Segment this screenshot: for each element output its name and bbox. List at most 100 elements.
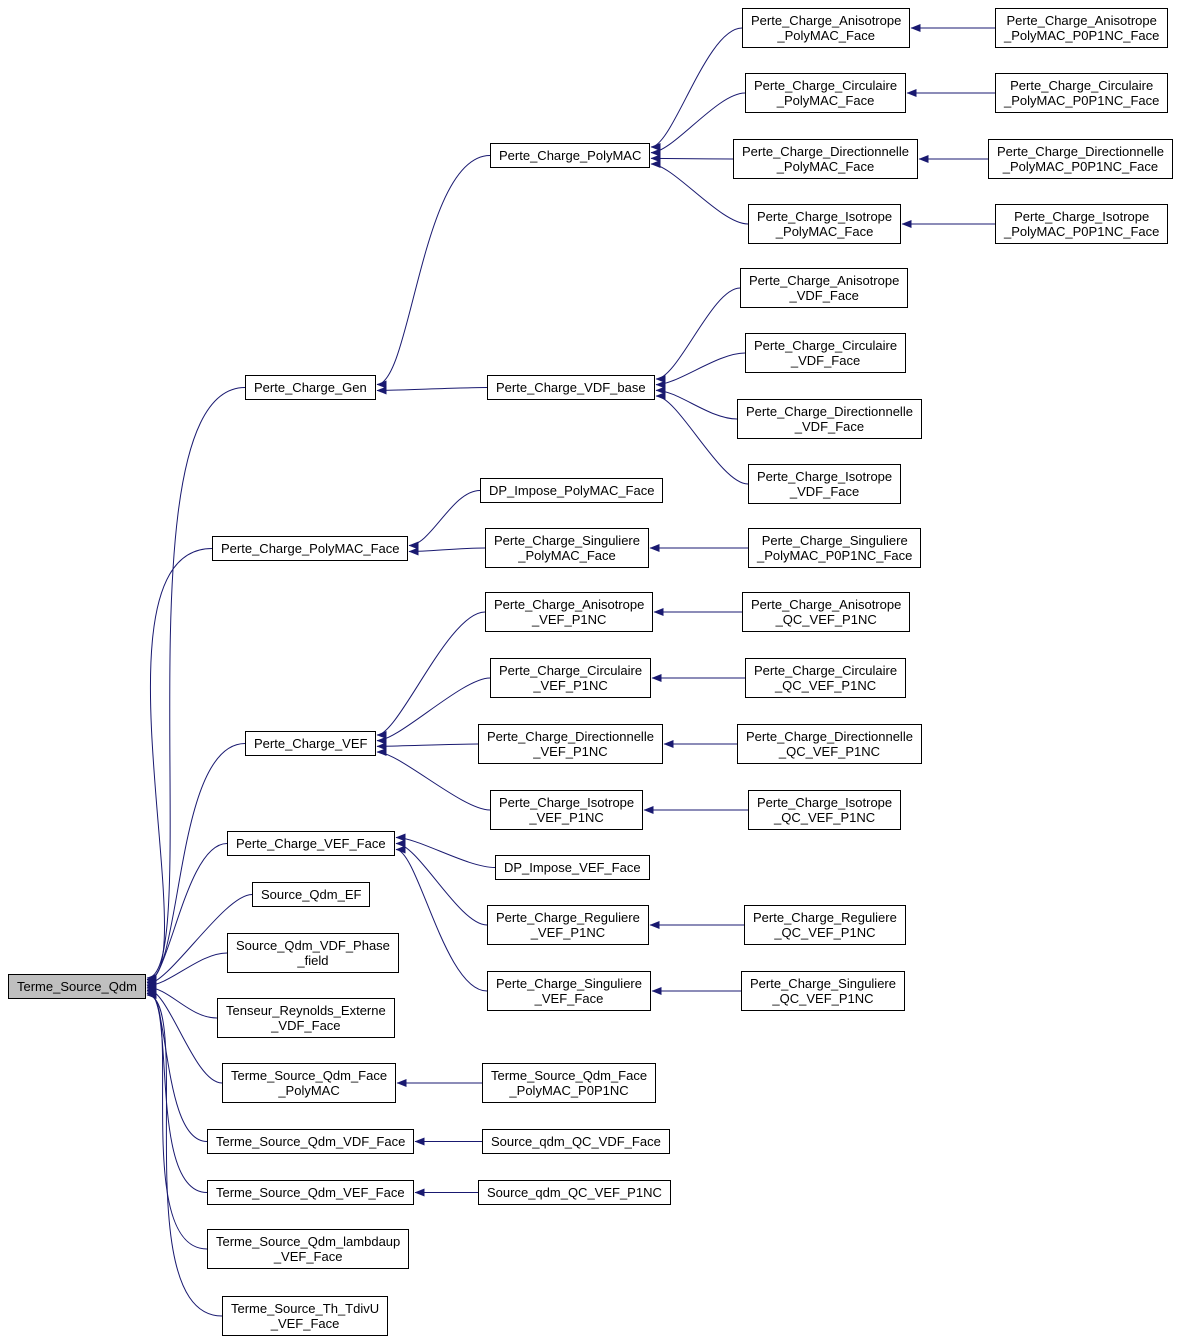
class-node-label: Perte_Charge_Anisotrope <box>751 13 902 28</box>
inheritance-edge <box>395 833 496 868</box>
class-node-Perte_Charge_Singuliere_QC_VEF_P1NC[interactable]: Perte_Charge_Singuliere_QC_VEF_P1NC <box>741 971 905 1011</box>
class-node-Terme_Source_Qdm_Face_PolyMAC[interactable]: Terme_Source_Qdm_Face_PolyMAC <box>222 1063 397 1103</box>
class-node-Tenseur_Reynolds_Externe_VDF_Face[interactable]: Tenseur_Reynolds_Externe_VDF_Face <box>217 998 395 1038</box>
class-node-label: _QC_VEF_P1NC <box>772 991 874 1006</box>
class-node-Terme_Source_Qdm_Face_PolyMAC_P0P1NC[interactable]: Terme_Source_Qdm_Face_PolyMAC_P0P1NC <box>482 1063 657 1103</box>
class-node-Perte_Charge_Circulaire_PolyMAC_P0P1NC_Face[interactable]: Perte_Charge_Circulaire_PolyMAC_P0P1NC_F… <box>995 73 1169 113</box>
class-node-label: _PolyMAC_P0P1NC_Face <box>757 548 913 563</box>
class-node-Source_Qdm_EF[interactable]: Source_Qdm_EF <box>252 882 371 907</box>
inheritance-edge <box>655 392 749 485</box>
class-node-Perte_Charge_Gen[interactable]: Perte_Charge_Gen <box>245 375 376 400</box>
class-node-Perte_Charge_Reguliere_QC_VEF_P1NC[interactable]: Perte_Charge_Reguliere_QC_VEF_P1NC <box>744 905 906 945</box>
class-node-label: _VEF_Face <box>270 1316 340 1331</box>
class-node-label: Perte_Charge_Isotrope <box>1014 209 1150 224</box>
class-node-Perte_Charge_Circulaire_VDF_Face[interactable]: Perte_Charge_Circulaire_VDF_Face <box>745 333 907 373</box>
class-node-Perte_Charge_Circulaire_QC_VEF_P1NC[interactable]: Perte_Charge_Circulaire_QC_VEF_P1NC <box>745 658 907 698</box>
class-node-Source_qdm_QC_VDF_Face[interactable]: Source_qdm_QC_VDF_Face <box>482 1129 670 1154</box>
class-node-label: _VEF_Face <box>273 1249 343 1264</box>
inheritance-edge <box>146 843 228 987</box>
class-node-label: Perte_Charge_Directionnelle <box>487 729 654 744</box>
class-node-label: Perte_Charge_Circulaire <box>754 78 898 93</box>
inheritance-edge <box>376 742 479 751</box>
class-node-Source_qdm_QC_VEF_P1NC[interactable]: Source_qdm_QC_VEF_P1NC <box>478 1180 671 1205</box>
inheritance-edge <box>655 352 746 389</box>
class-node-label: _VEF_P1NC <box>531 612 607 627</box>
class-node-label: Perte_Charge_VDF_base <box>496 380 646 395</box>
inheritance-edge <box>146 986 208 1142</box>
class-node-label: _PolyMAC_Face <box>518 548 616 563</box>
class-node-label: _QC_VEF_P1NC <box>774 678 877 693</box>
class-node-label: Perte_Charge_Singuliere <box>761 533 908 548</box>
class-node-Terme_Source_Qdm_VDF_Face[interactable]: Terme_Source_Qdm_VDF_Face <box>207 1129 415 1154</box>
class-node-DP_Impose_VEF_Face[interactable]: DP_Impose_VEF_Face <box>495 855 650 880</box>
class-node-label: Perte_Charge_Anisotrope <box>494 597 645 612</box>
class-node-Perte_Charge_Anisotrope_QC_VEF_P1NC[interactable]: Perte_Charge_Anisotrope_QC_VEF_P1NC <box>742 592 911 632</box>
class-node-Perte_Charge_VEF[interactable]: Perte_Charge_VEF <box>245 731 377 756</box>
class-node-Perte_Charge_Isotrope_VDF_Face[interactable]: Perte_Charge_Isotrope_VDF_Face <box>748 464 902 504</box>
class-node-label: _VEF_Face <box>534 991 604 1006</box>
class-node-Perte_Charge_VDF_base[interactable]: Perte_Charge_VDF_base <box>487 375 655 400</box>
class-node-Terme_Source_Qdm_VEF_Face[interactable]: Terme_Source_Qdm_VEF_Face <box>207 1180 414 1205</box>
class-node-Perte_Charge_Isotrope_QC_VEF_P1NC[interactable]: Perte_Charge_Isotrope_QC_VEF_P1NC <box>748 790 902 830</box>
class-node-label: _PolyMAC_P0P1NC_Face <box>1002 159 1159 174</box>
class-node-Perte_Charge_Isotrope_PolyMAC_P0P1NC_Face[interactable]: Perte_Charge_Isotrope_PolyMAC_P0P1NC_Fac… <box>995 204 1169 244</box>
inheritance-edge <box>376 677 491 745</box>
inheritance-edge <box>146 989 208 1250</box>
class-node-Perte_Charge_Anisotrope_VEF_P1NC[interactable]: Perte_Charge_Anisotrope_VEF_P1NC <box>485 592 654 632</box>
class-node-Perte_Charge_Isotrope_PolyMAC_Face[interactable]: Perte_Charge_Isotrope_PolyMAC_Face <box>748 204 902 244</box>
inheritance-edge <box>376 748 491 811</box>
class-node-Terme_Source_Qdm[interactable]: Terme_Source_Qdm <box>8 974 146 999</box>
class-node-label: _PolyMAC_P0P1NC_Face <box>1004 224 1160 239</box>
inheritance-edge <box>395 845 488 992</box>
class-node-label: Source_qdm_QC_VEF_P1NC <box>487 1185 662 1200</box>
class-node-Perte_Charge_Anisotrope_PolyMAC_P0P1NC_Face[interactable]: Perte_Charge_Anisotrope_PolyMAC_P0P1NC_F… <box>995 8 1169 48</box>
inheritance-edge <box>650 92 746 157</box>
class-node-label: _QC_VEF_P1NC <box>774 810 876 825</box>
class-node-Perte_Charge_VEF_Face[interactable]: Perte_Charge_VEF_Face <box>227 831 395 856</box>
class-node-label: Source_Qdm_VDF_Phase <box>236 938 390 953</box>
class-node-label: Perte_Charge_PolyMAC_Face <box>221 541 400 556</box>
class-node-Perte_Charge_Singuliere_PolyMAC_Face[interactable]: Perte_Charge_Singuliere_PolyMAC_Face <box>485 528 649 568</box>
class-node-label: _VDF_Face <box>789 288 859 303</box>
class-node-Perte_Charge_PolyMAC[interactable]: Perte_Charge_PolyMAC <box>490 143 651 168</box>
class-node-label: _PolyMAC <box>278 1083 340 1098</box>
class-node-label: Perte_Charge_Isotrope <box>499 795 635 810</box>
class-node-Perte_Charge_Directionnelle_PolyMAC_Face[interactable]: Perte_Charge_Directionnelle_PolyMAC_Face <box>733 139 918 179</box>
class-node-label: Perte_Charge_Gen <box>254 380 367 395</box>
class-node-DP_Impose_PolyMAC_Face[interactable]: DP_Impose_PolyMAC_Face <box>480 478 664 503</box>
class-node-Perte_Charge_Directionnelle_PolyMAC_P0P1NC_Face[interactable]: Perte_Charge_Directionnelle_PolyMAC_P0P1… <box>988 139 1173 179</box>
class-node-label: _PolyMAC_P0P1NC_Face <box>1004 93 1160 108</box>
class-node-label: Perte_Charge_Anisotrope <box>749 273 900 288</box>
class-node-label: Perte_Charge_Anisotrope <box>751 597 902 612</box>
class-node-Perte_Charge_Circulaire_PolyMAC_Face[interactable]: Perte_Charge_Circulaire_PolyMAC_Face <box>745 73 907 113</box>
class-node-Source_Qdm_VDF_Phase_field[interactable]: Source_Qdm_VDF_Phase_field <box>227 933 399 973</box>
class-node-Perte_Charge_Singuliere_PolyMAC_P0P1NC_Face[interactable]: Perte_Charge_Singuliere_PolyMAC_P0P1NC_F… <box>748 528 922 568</box>
class-node-label: Perte_Charge_VEF_Face <box>236 836 386 851</box>
class-node-Perte_Charge_Singuliere_VEF_Face[interactable]: Perte_Charge_Singuliere_VEF_Face <box>487 971 651 1011</box>
class-node-Perte_Charge_PolyMAC_Face[interactable]: Perte_Charge_PolyMAC_Face <box>212 536 409 561</box>
class-node-label: _PolyMAC_P0P1NC_Face <box>1004 28 1160 43</box>
inheritance-edge <box>146 984 223 1084</box>
class-node-Perte_Charge_Directionnelle_QC_VEF_P1NC[interactable]: Perte_Charge_Directionnelle_QC_VEF_P1NC <box>737 724 922 764</box>
inheritance-edge <box>655 287 741 383</box>
class-node-Perte_Charge_Isotrope_VEF_P1NC[interactable]: Perte_Charge_Isotrope_VEF_P1NC <box>490 790 644 830</box>
class-node-label: Terme_Source_Qdm_VDF_Face <box>216 1134 406 1149</box>
class-node-Perte_Charge_Anisotrope_VDF_Face[interactable]: Perte_Charge_Anisotrope_VDF_Face <box>740 268 909 308</box>
class-node-Perte_Charge_Reguliere_VEF_P1NC[interactable]: Perte_Charge_Reguliere_VEF_P1NC <box>487 905 649 945</box>
class-node-Terme_Source_Th_TdivU_VEF_Face[interactable]: Terme_Source_Th_TdivU_VEF_Face <box>222 1296 389 1336</box>
class-node-label: Perte_Charge_Singuliere <box>750 976 896 991</box>
class-node-label: _QC_VEF_P1NC <box>778 744 881 759</box>
class-node-Perte_Charge_Anisotrope_PolyMAC_Face[interactable]: Perte_Charge_Anisotrope_PolyMAC_Face <box>742 8 911 48</box>
class-node-label: _VDF_Face <box>794 419 865 434</box>
class-node-label: Perte_Charge_Directionnelle <box>746 729 913 744</box>
class-node-Perte_Charge_Directionnelle_VEF_P1NC[interactable]: Perte_Charge_Directionnelle_VEF_P1NC <box>478 724 663 764</box>
class-node-label: Terme_Source_Qdm <box>17 979 137 994</box>
class-node-Terme_Source_Qdm_lambdaup_VEF_Face[interactable]: Terme_Source_Qdm_lambdaup_VEF_Face <box>207 1229 410 1269</box>
class-node-Perte_Charge_Circulaire_VEF_P1NC[interactable]: Perte_Charge_Circulaire_VEF_P1NC <box>490 658 652 698</box>
class-node-label: Source_Qdm_EF <box>261 887 362 902</box>
class-node-Perte_Charge_Directionnelle_VDF_Face[interactable]: Perte_Charge_Directionnelle_VDF_Face <box>737 399 922 439</box>
inheritance-edge <box>146 387 246 982</box>
class-node-label: Perte_Charge_Circulaire <box>754 338 898 353</box>
class-node-label: DP_Impose_VEF_Face <box>504 860 641 875</box>
